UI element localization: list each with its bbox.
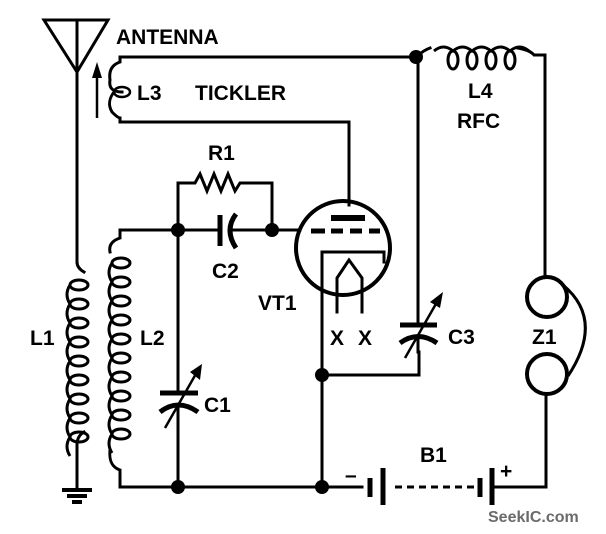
inductor-l2 (107, 228, 180, 489)
antenna-label: ANTENNA (116, 26, 219, 49)
coil-turn (446, 49, 460, 71)
coil-turn (484, 49, 498, 71)
coil-turn (68, 278, 90, 292)
coil-turn (68, 411, 90, 425)
coil-turn (68, 297, 90, 311)
junction-c2-right (265, 223, 279, 237)
c2-label: C2 (212, 260, 239, 283)
l4-label: L4 (468, 80, 493, 103)
junction-bottom-left (171, 480, 185, 494)
watermark: SeekIC.com (488, 509, 579, 526)
variable-capacitor-c3 (398, 292, 443, 359)
coil-turn (110, 351, 132, 365)
coil-turn (110, 332, 132, 346)
wire-tickler-to-plate (118, 120, 351, 207)
tickler-label: TICKLER (195, 82, 286, 105)
coil-turn (68, 316, 90, 330)
coil-turn (110, 370, 132, 384)
c1-label: C1 (204, 394, 231, 417)
r1-label: R1 (208, 142, 235, 165)
coil-spine (65, 284, 72, 457)
filament-x1-label: X (330, 327, 344, 350)
l1-label: L1 (30, 327, 55, 350)
battery-plus-label: + (500, 460, 512, 483)
wire-c3-bottom (320, 350, 421, 377)
antenna-symbol (41, 18, 111, 75)
tickler-arrow-icon (92, 62, 102, 118)
resistor-r1 (176, 170, 274, 232)
b1-label: B1 (420, 444, 447, 467)
coil-turn (110, 275, 132, 289)
ground-symbol (62, 443, 92, 504)
junction-bottom-right (315, 480, 329, 494)
coil-turn (110, 313, 132, 327)
vt1-label: VT1 (258, 292, 297, 315)
filament-x2-label: X (358, 327, 372, 350)
coil-turn (68, 373, 90, 387)
l2-label: L2 (140, 327, 165, 350)
variable-capacitor-c1 (158, 364, 202, 429)
rfc-label: RFC (457, 110, 500, 133)
coil-spine (433, 45, 530, 53)
z1-label: Z1 (532, 326, 557, 349)
coil-turn (110, 256, 132, 270)
coil-turn (110, 408, 132, 422)
coil-turn (465, 49, 479, 71)
coil-spine (107, 262, 114, 454)
headphones-z1 (525, 275, 587, 396)
coil-turn (68, 392, 90, 406)
coil-turn (110, 427, 132, 441)
coil-turn (68, 335, 90, 349)
inductor-l4-rfc (413, 45, 547, 278)
battery-minus-label: – (345, 464, 357, 487)
l3-label: L3 (137, 82, 162, 105)
inductor-l1 (65, 260, 90, 457)
coil-turn (110, 389, 132, 403)
vacuum-tube-vt1 (294, 199, 392, 332)
coil-turn (110, 294, 132, 308)
c3-label: C3 (448, 326, 475, 349)
battery-b1 (367, 392, 548, 505)
coil-turn (68, 354, 90, 368)
coil-turn (503, 49, 517, 71)
inductor-l3-tickler (107, 55, 162, 124)
